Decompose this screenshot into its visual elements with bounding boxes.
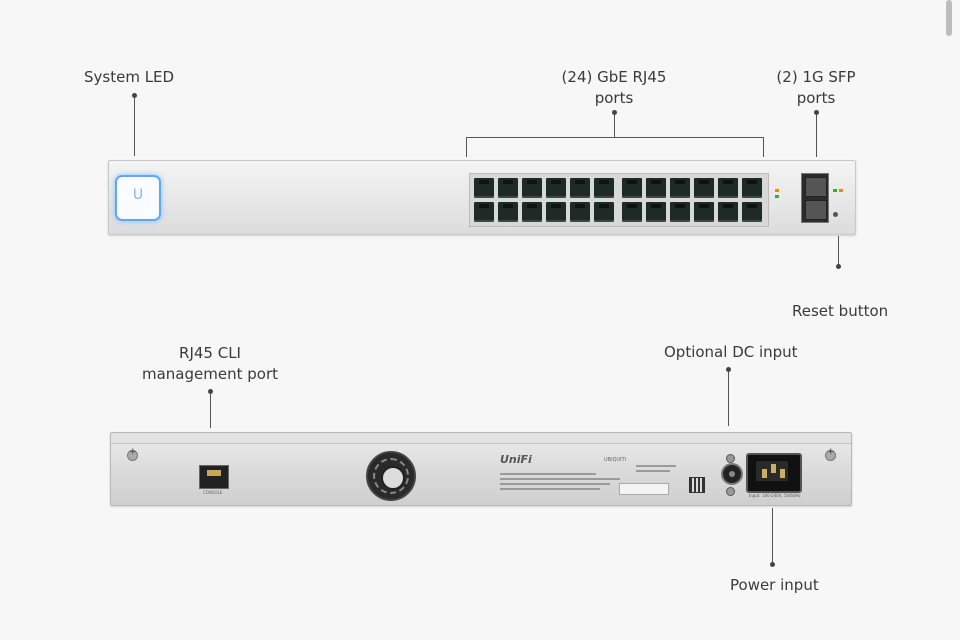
cli-port-leader	[210, 392, 211, 428]
dc-input-leader-dot	[726, 367, 731, 372]
rj45-port	[474, 178, 494, 198]
rj45-port	[646, 202, 666, 222]
sfp-ports-label: (2) 1G SFP ports	[770, 67, 862, 109]
sfp-ports-label-line1: (2) 1G SFP	[776, 68, 856, 86]
sfp-ports-leader	[816, 113, 817, 157]
status-led-green	[775, 195, 779, 198]
reset-button-leader-dot	[836, 264, 841, 269]
system-led-leader	[134, 96, 135, 156]
system-led-label: System LED	[84, 68, 175, 86]
fan-ring	[373, 458, 409, 494]
fine-print-line	[636, 465, 676, 467]
status-led-orange	[775, 189, 779, 192]
switch-back-panel: CONSOLE UniFi UBIQUITI Input: 100-240V, …	[110, 432, 852, 506]
fine-print-line	[500, 488, 600, 490]
rj45-port	[622, 202, 642, 222]
fine-print-line	[500, 483, 610, 485]
product-label-sticker: UniFi UBIQUITI	[496, 451, 736, 495]
rj45-port	[718, 178, 738, 198]
cli-port-label-line1: RJ45 CLI	[179, 344, 241, 362]
ac-pin	[780, 469, 785, 478]
rj45-port	[694, 178, 714, 198]
power-input-leader	[772, 508, 773, 564]
ac-power-inlet	[746, 453, 802, 493]
rj45-port	[474, 202, 494, 222]
ubiquiti-logo-icon: U	[132, 187, 144, 203]
switch-front-panel: U	[108, 160, 856, 235]
rj45-console-port	[199, 465, 229, 489]
reset-button-label: Reset button	[792, 302, 889, 320]
rj45-ports-leader	[614, 113, 615, 137]
cli-port-label-line2: management port	[142, 365, 278, 383]
reset-button	[833, 212, 838, 217]
rj45-port	[522, 202, 542, 222]
screw-icon	[127, 447, 138, 461]
rj45-port	[594, 178, 614, 198]
cli-port-label: RJ45 CLI management port	[140, 343, 280, 385]
scrollbar[interactable]	[946, 0, 952, 36]
rj45-port	[594, 202, 614, 222]
rj45-ports-bracket	[466, 137, 764, 138]
power-rating-label: Input: 100-240V, 50/60Hz	[749, 493, 801, 498]
rj45-ports-bracket-right	[763, 137, 764, 157]
power-input-leader-dot	[770, 562, 775, 567]
rj45-port	[670, 202, 690, 222]
sfp-ports-label-line2: ports	[796, 89, 836, 107]
ac-pin	[771, 464, 776, 473]
rj45-port	[522, 178, 542, 198]
sfp-led-orange	[839, 189, 843, 192]
ac-pin	[762, 469, 767, 478]
qr-code-icon	[689, 477, 705, 493]
system-led: U	[115, 175, 161, 221]
rj45-port	[622, 178, 642, 198]
screw-icon	[726, 454, 735, 463]
rj45-port	[570, 202, 590, 222]
rj45-port	[498, 178, 518, 198]
rj45-port-block	[469, 173, 769, 227]
system-led-leader-dot	[132, 93, 137, 98]
reset-button-leader	[838, 236, 839, 266]
serial-number-box	[619, 483, 669, 495]
screw-icon	[726, 487, 735, 496]
rj45-port	[546, 178, 566, 198]
screw-icon	[825, 447, 836, 461]
fan-vent-icon	[366, 451, 416, 501]
sfp-port-2	[805, 200, 827, 220]
rj45-port	[570, 178, 590, 198]
sfp-port-1	[805, 177, 827, 197]
console-port-label: CONSOLE	[203, 490, 223, 495]
dc-power-jack	[721, 463, 743, 485]
rj45-port	[546, 202, 566, 222]
rj45-port	[694, 202, 714, 222]
rj45-port	[742, 202, 762, 222]
dc-input-label: Optional DC input	[664, 343, 798, 361]
sfp-led-green	[833, 189, 837, 192]
rj45-ports-leader-dot	[612, 110, 617, 115]
rj45-port	[646, 178, 666, 198]
back-panel-top-edge	[111, 433, 851, 444]
fine-print-line	[636, 470, 670, 472]
unifi-logo: UniFi	[500, 453, 532, 466]
ubiquiti-wordmark: UBIQUITI	[604, 457, 627, 463]
fine-print-line	[500, 478, 620, 480]
rj45-ports-label: (24) GbE RJ45 ports	[556, 67, 672, 109]
rj45-ports-label-line2: ports	[594, 89, 634, 107]
power-input-label: Power input	[730, 576, 819, 594]
fine-print-line	[500, 473, 596, 475]
sfp-ports-leader-dot	[814, 110, 819, 115]
sfp-cage	[801, 173, 829, 223]
rj45-port	[718, 202, 738, 222]
cli-port-leader-dot	[208, 389, 213, 394]
rj45-ports-bracket-left	[466, 137, 467, 157]
rj45-port	[498, 202, 518, 222]
rj45-ports-label-line1: (24) GbE RJ45	[561, 68, 667, 86]
rj45-port	[742, 178, 762, 198]
fan-hub	[381, 466, 405, 490]
rj45-port	[670, 178, 690, 198]
dc-input-leader	[728, 370, 729, 426]
